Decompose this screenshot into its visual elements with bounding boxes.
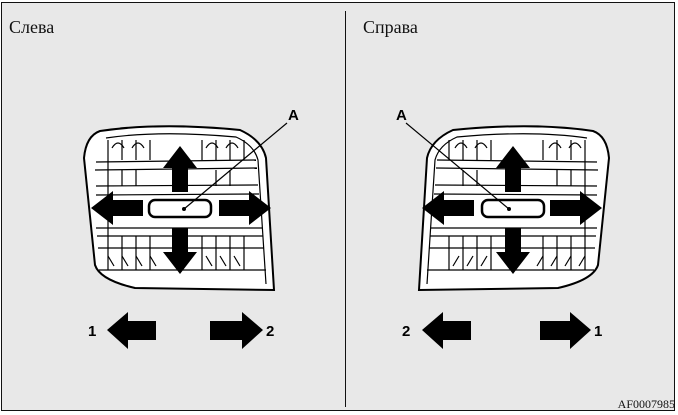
arrow-right-icon <box>219 191 271 225</box>
arrow-right-icon <box>210 312 263 349</box>
arrow-left-icon <box>422 312 471 349</box>
direction-num-right-b: 1 <box>594 323 602 340</box>
panel-title-right: Справа <box>363 17 418 37</box>
arrow-left-icon <box>107 312 156 349</box>
direction-num-right-a: 2 <box>402 323 410 340</box>
panel-divider <box>345 11 346 407</box>
arrow-right-icon <box>540 312 591 349</box>
direction-num-left-b: 2 <box>266 323 274 340</box>
arrow-left-icon <box>91 191 143 225</box>
air-vent-icon <box>82 122 288 292</box>
arrow-down-icon <box>163 228 197 274</box>
direction-num-left-a: 1 <box>88 323 96 340</box>
figure-code: AF0007985 <box>617 397 675 411</box>
panel-title-left: Слева <box>9 17 55 37</box>
air-vent-icon <box>405 122 611 292</box>
label-a-left: A <box>288 107 299 124</box>
label-a-right: A <box>396 107 407 124</box>
arrow-up-icon <box>163 146 197 192</box>
